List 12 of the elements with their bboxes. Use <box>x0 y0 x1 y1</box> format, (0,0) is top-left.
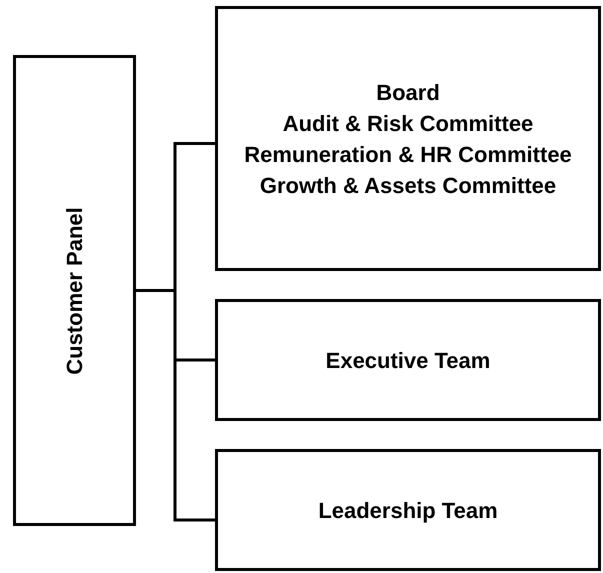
box-label: Growth & Assets Committee <box>260 172 556 198</box>
box-label: Leadership Team <box>318 498 498 522</box>
connector-line <box>136 289 215 522</box>
org-box <box>215 6 601 271</box>
org-box <box>215 299 601 421</box>
org-box <box>13 55 136 526</box>
box-label: Customer Panel <box>62 206 88 374</box>
box-label: Executive Team <box>326 348 490 372</box>
org-box <box>215 449 601 571</box>
box-label: Audit & Risk Committee <box>282 110 534 136</box>
box-label: Board <box>376 80 440 104</box>
box-label: Remuneration & HR Committee <box>244 142 572 166</box>
